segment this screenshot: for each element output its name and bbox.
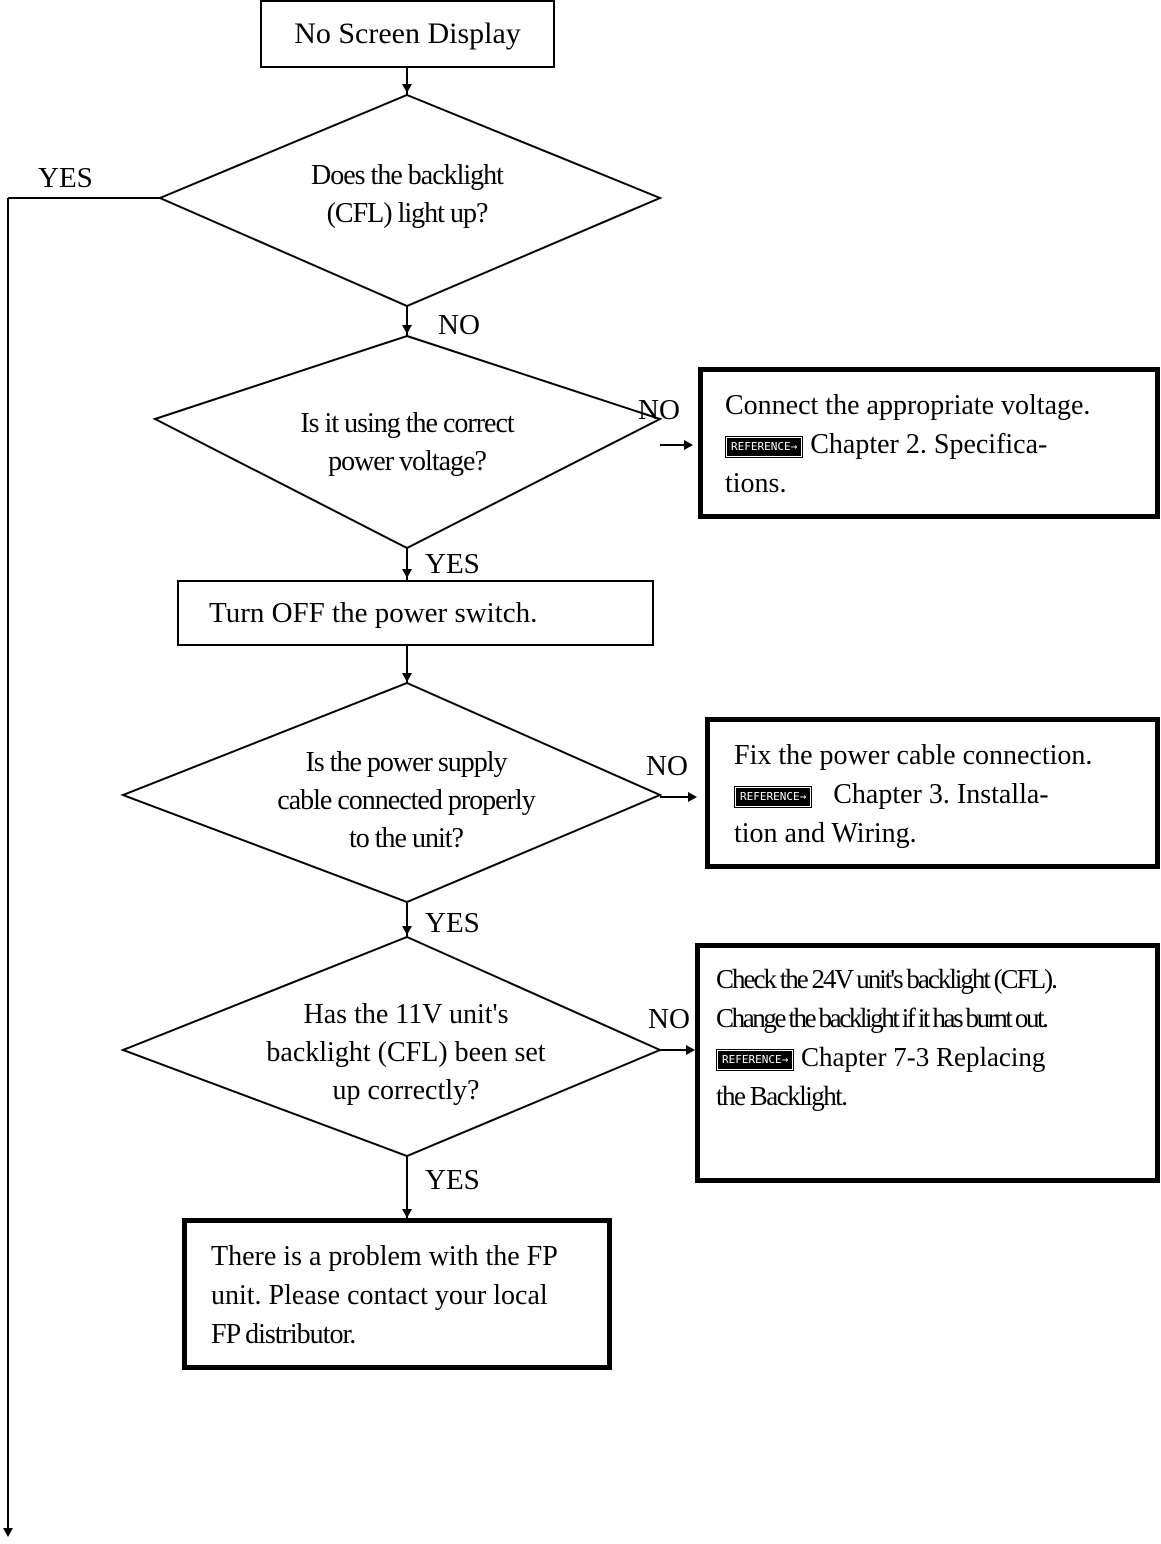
decision-cable-line2: cable connected properly [277, 785, 535, 816]
result-box-cable: Fix the power cable connection. REFERENC… [705, 717, 1160, 869]
decision-voltage-text: Is it using the correct power voltage? [250, 405, 564, 481]
final-result-line1: There is a problem with the FP [211, 1241, 558, 1272]
decision-voltage-line1: Is it using the correct [300, 408, 514, 439]
yes-label-cable: YES [425, 907, 480, 939]
result-voltage-line2: REFERENCE→ Chapter 2. Specifica- [725, 425, 1161, 464]
result-voltage-line3: tions. [725, 468, 787, 499]
reference-badge: REFERENCE→ [734, 786, 813, 808]
final-result-line3: FP distributor. [211, 1319, 356, 1350]
decision-voltage-line2: power voltage? [328, 446, 487, 477]
decision-cable-line1: Is the power supply [305, 747, 507, 778]
result-cable-reference: Chapter 3. Installa- [833, 779, 1049, 810]
result-cable-text: Fix the power cable connection. REFERENC… [734, 736, 1161, 853]
result-box-backlight: Check the 24V unit's backlight (CFL). Ch… [695, 943, 1160, 1183]
result-cable-line3: tion and Wiring. [734, 818, 917, 849]
result-voltage-line1: Connect the appropriate voltage. [725, 390, 1091, 421]
result-backlight-line3: REFERENCE→ Chapter 7-3 Replacing [716, 1038, 1161, 1077]
step-power-off-label: Turn OFF the power switch. [209, 597, 538, 629]
no-label-cable: NO [646, 750, 688, 782]
no-label-voltage: NO [638, 394, 680, 426]
no-label-backlight-setup: NO [648, 1003, 690, 1035]
final-result-text: There is a problem with the FP unit. Ple… [211, 1237, 615, 1354]
result-cable-line2: REFERENCE→ Chapter 3. Installa- [734, 775, 1161, 814]
result-box-voltage: Connect the appropriate voltage. REFEREN… [698, 367, 1160, 519]
start-label: No Screen Display [294, 17, 521, 50]
decision-backlight-line2: (CFL) light up? [326, 198, 489, 229]
final-result-line2: unit. Please contact your local [211, 1280, 548, 1311]
result-backlight-reference: Chapter 7-3 Replacing [800, 1042, 1046, 1072]
start-box: No Screen Display [260, 0, 555, 68]
yes-label-backlight: YES [38, 162, 93, 194]
result-voltage-reference: Chapter 2. Specifica- [810, 429, 1048, 460]
decision-backlight-line1: Does the backlight [311, 160, 504, 191]
reference-badge: REFERENCE→ [716, 1049, 795, 1071]
decision-cable-text: Is the power supply cable connected prop… [236, 744, 576, 858]
decision-backlight-setup-line1: Has the 11V unit's [303, 999, 509, 1030]
result-backlight-line2: Change the backlight if it has burnt out… [716, 1003, 1049, 1033]
yes-label-voltage: YES [425, 548, 480, 580]
decision-backlight-text: Does the backlight (CFL) light up? [250, 157, 564, 233]
step-power-off-box: Turn OFF the power switch. [177, 580, 654, 646]
result-backlight-line4: the Backlight. [716, 1081, 848, 1111]
yes-label-backlight-setup: YES [425, 1164, 480, 1196]
final-result-box: There is a problem with the FP unit. Ple… [182, 1218, 612, 1370]
no-label-backlight: NO [438, 309, 480, 341]
decision-cable-line3: to the unit? [349, 823, 464, 854]
result-voltage-text: Connect the appropriate voltage. REFEREN… [725, 386, 1161, 503]
result-cable-line1: Fix the power cable connection. [734, 740, 1093, 771]
result-backlight-text: Check the 24V unit's backlight (CFL). Ch… [716, 960, 1161, 1116]
result-backlight-line1: Check the 24V unit's backlight (CFL). [716, 964, 1058, 994]
decision-backlight-setup-line2: backlight (CFL) been set [266, 1037, 546, 1068]
reference-badge: REFERENCE→ [725, 436, 804, 458]
decision-backlight-setup-text: Has the 11V unit's backlight (CFL) been … [236, 996, 576, 1110]
decision-backlight-setup-line3: up correctly? [332, 1075, 480, 1106]
